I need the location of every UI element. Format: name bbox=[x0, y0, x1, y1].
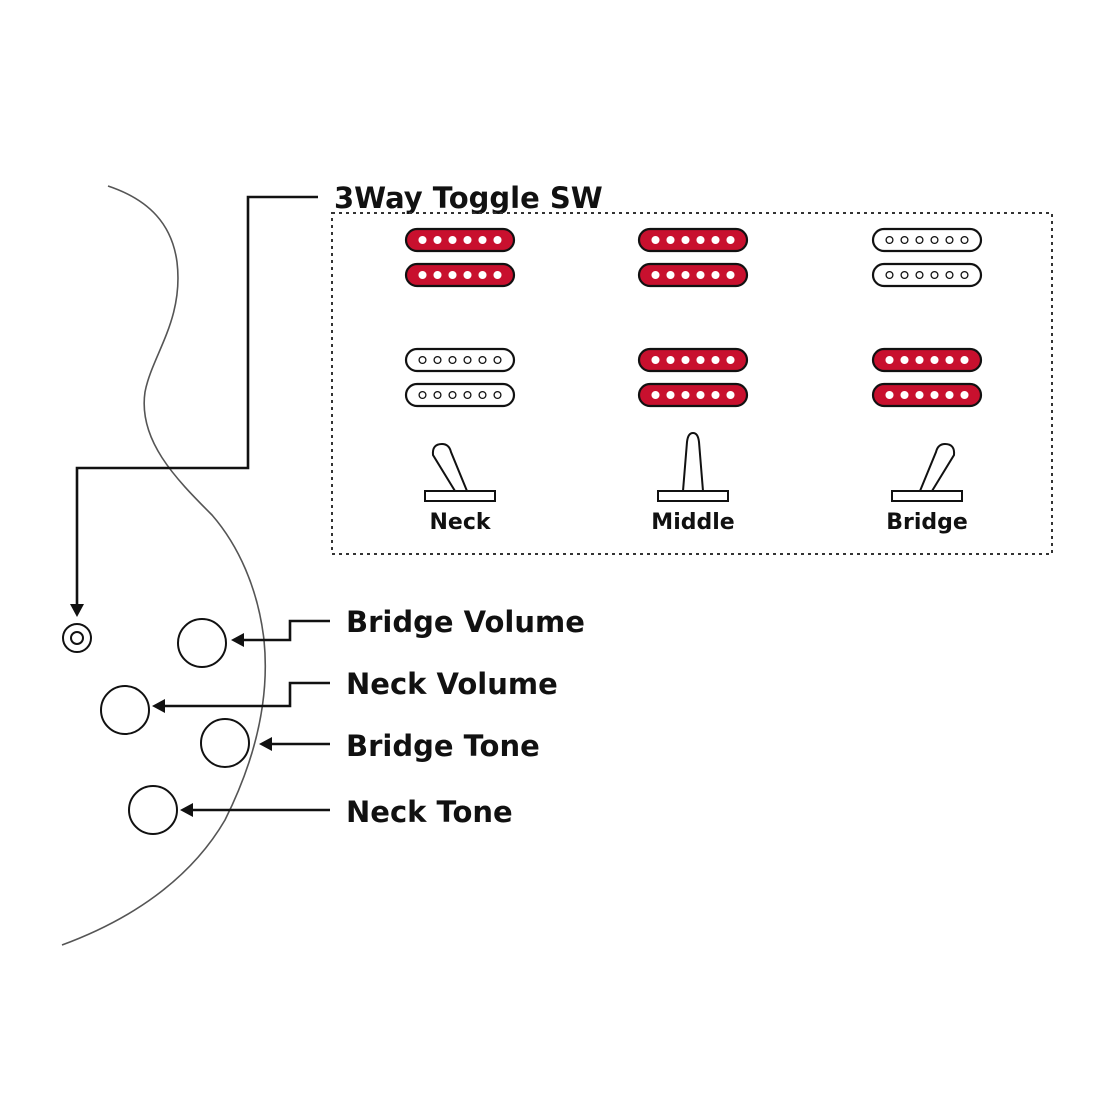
toggle-arrowhead bbox=[70, 604, 84, 617]
position-label-middle: Middle bbox=[651, 510, 734, 535]
neck-pickup-neck bbox=[404, 227, 516, 288]
toggle-switch-middle bbox=[657, 431, 729, 502]
toggle-switch-title: 3Way Toggle SW bbox=[334, 181, 603, 215]
bridge-pickup-middle bbox=[637, 347, 749, 408]
position-label-bridge: Bridge bbox=[886, 510, 968, 535]
bridge-volume-arrowhead bbox=[231, 633, 244, 647]
neck-volume-knob[interactable] bbox=[100, 685, 150, 735]
switch-illustrations bbox=[424, 431, 963, 502]
position-label-neck: Neck bbox=[429, 510, 491, 535]
bridge-pickup-bridge bbox=[871, 347, 983, 408]
bridge-tone-arrowhead bbox=[259, 737, 272, 751]
guitar-body-outline bbox=[61, 185, 267, 946]
pickup-grid bbox=[404, 227, 983, 408]
neck-tone-knob[interactable] bbox=[128, 785, 178, 835]
neck-volume-arrowhead bbox=[152, 699, 165, 713]
neck-pickup-middle bbox=[637, 227, 749, 288]
toggle-switch-bridge bbox=[891, 442, 963, 502]
neck-pickup-bridge bbox=[871, 227, 983, 288]
neck-tone-arrowhead bbox=[180, 803, 193, 817]
switch-positions-box bbox=[331, 212, 1053, 555]
bridge-volume-leader bbox=[242, 619, 330, 642]
neck-volume-label: Neck Volume bbox=[346, 667, 558, 701]
neck-volume-leader bbox=[164, 681, 330, 708]
bridge-tone-knob[interactable] bbox=[200, 718, 250, 768]
bridge-tone-label: Bridge Tone bbox=[346, 729, 540, 763]
toggle-leader-line bbox=[75, 195, 318, 605]
toggle-switch-neck bbox=[424, 442, 496, 502]
toggle-switch-jack[interactable] bbox=[62, 623, 92, 653]
bridge-volume-label: Bridge Volume bbox=[346, 605, 585, 639]
bridge-volume-knob[interactable] bbox=[177, 618, 227, 668]
neck-tone-label: Neck Tone bbox=[346, 795, 513, 829]
bridge-pickup-neck bbox=[404, 347, 516, 408]
